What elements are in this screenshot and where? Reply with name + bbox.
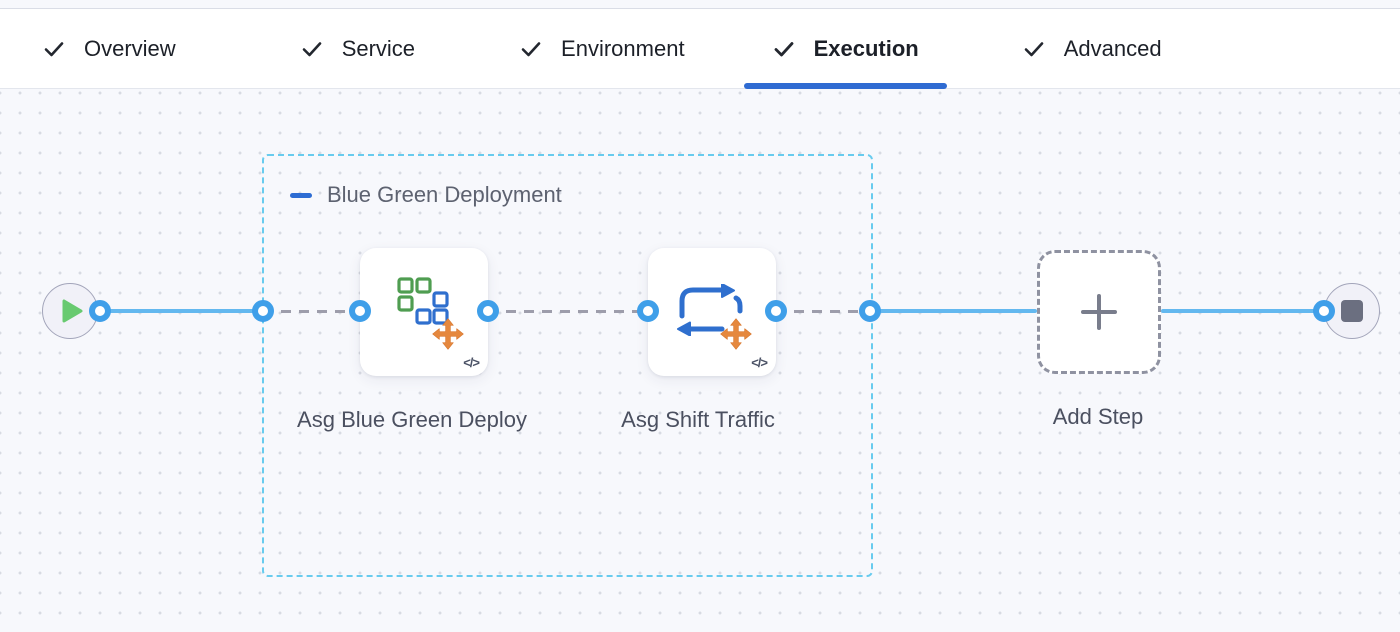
link-step2-to-group-exit xyxy=(776,310,870,313)
active-tab-indicator xyxy=(743,83,947,89)
add-step-label: Add Step xyxy=(1052,404,1144,429)
window-top-strip xyxy=(0,0,1400,9)
asg-shift-traffic-icon xyxy=(677,284,743,336)
tab-label: Advanced xyxy=(1063,35,1162,61)
check-icon xyxy=(1022,37,1046,61)
check-icon xyxy=(300,37,324,61)
port-group-in[interactable] xyxy=(252,300,274,322)
tab-service[interactable]: Service xyxy=(272,9,443,88)
link-add-step-to-end xyxy=(1161,309,1324,313)
tab-environment[interactable]: Environment xyxy=(491,9,713,88)
port-step2-out[interactable] xyxy=(765,300,787,322)
tab-advanced[interactable]: Advanced xyxy=(994,9,1190,88)
check-icon xyxy=(42,37,66,61)
step-card-asg-blue-green-deploy[interactable]: </> xyxy=(360,248,488,376)
link-step1-to-step2 xyxy=(488,310,648,313)
code-step-badge: </> xyxy=(751,355,768,370)
check-icon xyxy=(772,37,796,61)
step-card-asg-shift-traffic[interactable]: </> xyxy=(648,248,776,376)
step-label: Asg Blue Green Deploy xyxy=(297,407,527,432)
play-icon xyxy=(62,299,82,323)
port-step1-out[interactable] xyxy=(477,300,499,322)
step-label: Asg Shift Traffic xyxy=(621,407,775,432)
stage-config-tabbar: Overview Service Environment Execution xyxy=(0,9,1400,89)
pipeline-start-node[interactable] xyxy=(42,283,98,339)
tab-overview[interactable]: Overview xyxy=(14,9,204,88)
collapse-group-icon[interactable] xyxy=(290,192,312,198)
tab-execution[interactable]: Execution xyxy=(743,9,947,89)
check-icon xyxy=(519,37,543,61)
tab-label: Environment xyxy=(561,35,685,61)
asg-blue-green-deploy-icon xyxy=(397,277,449,325)
pipeline-end-node[interactable] xyxy=(1324,283,1380,339)
link-group-to-step1 xyxy=(263,310,360,313)
drag-move-icon[interactable] xyxy=(720,318,752,350)
port-group-out[interactable] xyxy=(859,300,881,322)
drag-move-icon[interactable] xyxy=(432,318,464,350)
pipeline-canvas[interactable]: Blue Green Deployment xyxy=(0,89,1400,631)
step-group-blue-green-deployment: Blue Green Deployment xyxy=(262,154,873,577)
add-step-button[interactable] xyxy=(1037,250,1161,374)
tab-label: Overview xyxy=(84,35,176,61)
plus-icon xyxy=(1081,294,1117,330)
group-header: Blue Green Deployment xyxy=(290,182,562,208)
port-start-out[interactable] xyxy=(89,300,111,322)
tab-label: Service xyxy=(341,35,416,61)
port-end-in[interactable] xyxy=(1313,300,1335,322)
port-step2-in[interactable] xyxy=(637,300,659,322)
code-step-badge: </> xyxy=(463,355,480,370)
port-step1-in[interactable] xyxy=(349,300,371,322)
stop-icon xyxy=(1341,300,1363,322)
link-group-to-add-step xyxy=(870,309,1037,313)
tab-label: Execution xyxy=(813,35,919,61)
link-start-to-group xyxy=(100,309,263,313)
group-title: Blue Green Deployment xyxy=(327,182,562,207)
